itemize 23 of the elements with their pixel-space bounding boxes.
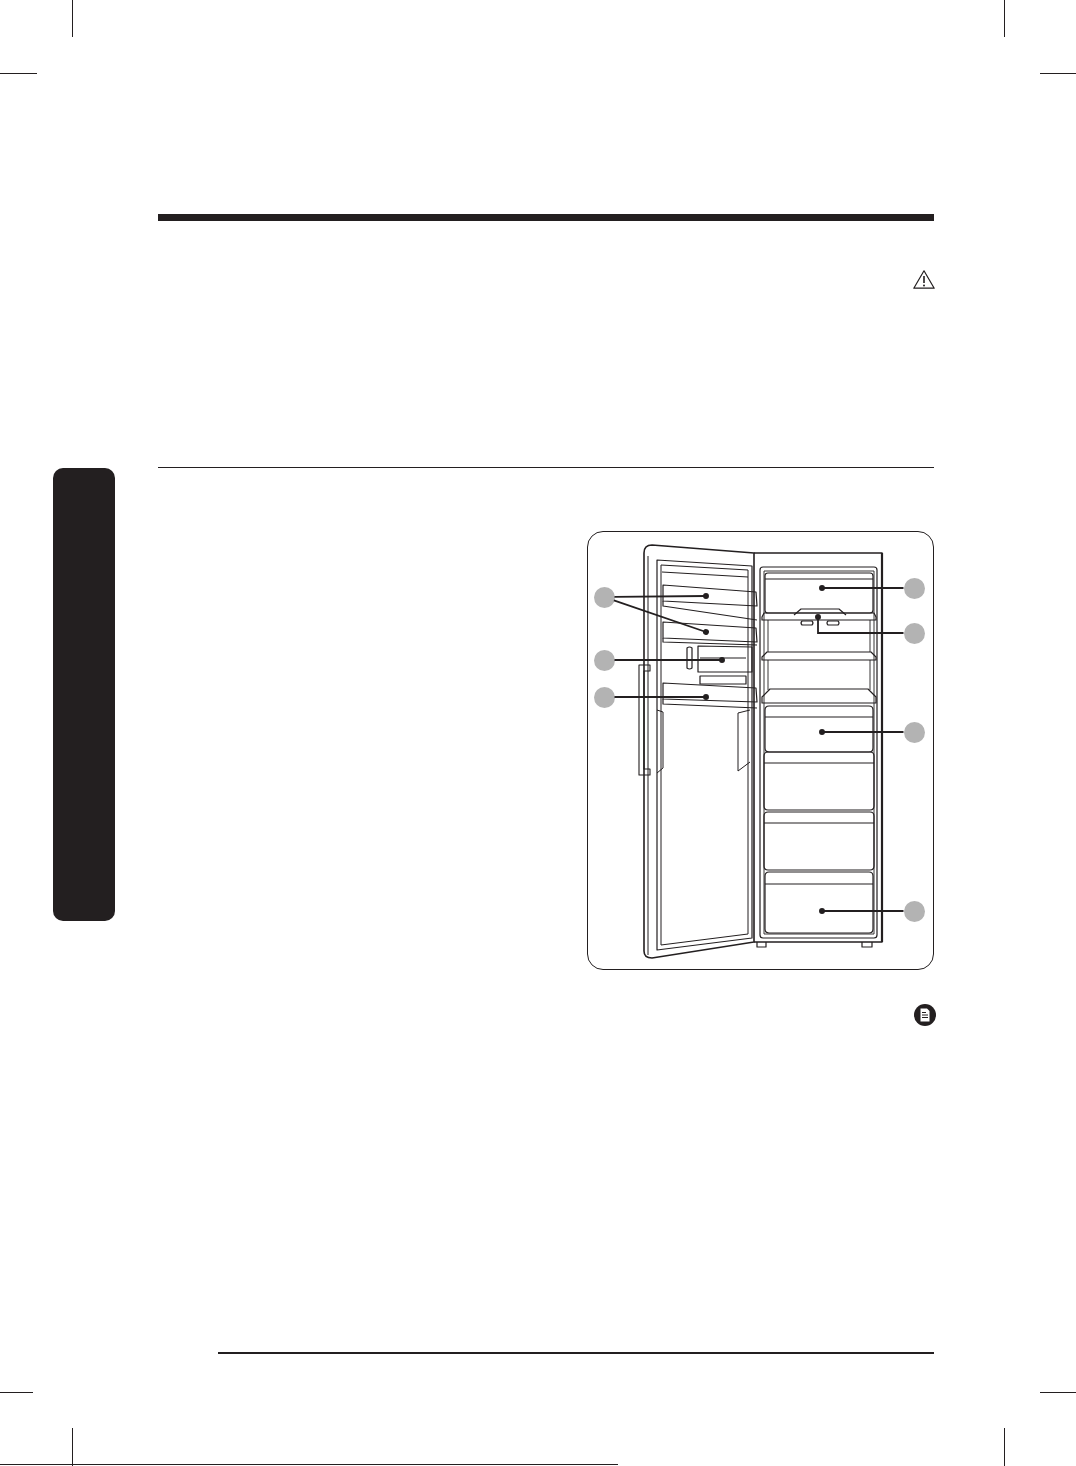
callout-circle (593, 649, 615, 671)
callout-circle (903, 622, 925, 644)
door-bin (662, 680, 758, 710)
leader-line (815, 614, 905, 634)
callout-circle (903, 900, 925, 922)
drawer (764, 572, 874, 614)
leader-line (613, 593, 709, 599)
door-shelf (662, 620, 758, 646)
leader-line (613, 599, 709, 635)
leader-line (613, 694, 709, 700)
drawer (764, 705, 874, 753)
callout-circle (903, 577, 925, 599)
drawer (764, 871, 874, 934)
leader-line (819, 729, 905, 735)
callout-circle (903, 721, 925, 743)
callout-circle (593, 586, 615, 608)
light-cover (793, 608, 847, 628)
leader-line (819, 585, 905, 591)
section-tab (53, 468, 115, 921)
callout-circle (593, 686, 615, 708)
leader-line (819, 908, 905, 914)
door-shelf (662, 582, 758, 622)
leader-line (613, 657, 725, 663)
